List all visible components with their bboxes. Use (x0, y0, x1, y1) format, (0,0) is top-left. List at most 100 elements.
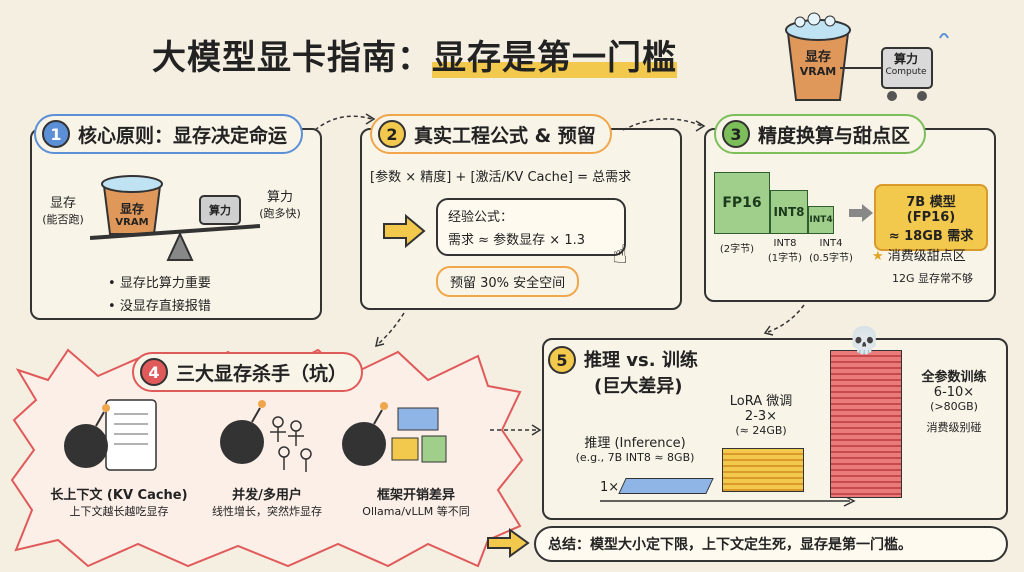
cube-int4-label: INT4 (809, 215, 833, 225)
arrow-2-to-3 (622, 118, 706, 132)
killer-1-desc: 上下文越长越吃显存 (69, 505, 169, 518)
page-title: 大模型显卡指南：显存是第一门槛 (152, 30, 677, 79)
sec5-infer-sub: (e.g., 7B INT8 ≈ 8GB) (575, 451, 695, 464)
sec5-full: 全参数训练 6-10× (>80GB) 消费级别碰 (904, 366, 1004, 435)
section-3-heading: 3 精度换算与甜点区 (714, 114, 927, 154)
arrow-right-icon (383, 214, 426, 248)
sec1-bucket-label: 显存 VRAM (104, 200, 160, 228)
bomb-framework-icon (342, 402, 447, 466)
sec5-lora: LoRA 微调 2-3× (≈ 24GB) (716, 390, 806, 437)
sec1-bullets: 显存比算力重要 没显存直接报错 (108, 272, 211, 314)
sec2-rule-title: 经验公式： (448, 210, 514, 225)
cube-int8-label: INT8 (773, 205, 805, 219)
mascot-box-label: 算力 Compute (878, 50, 934, 77)
sec5-infer-mult: 1× (600, 480, 620, 495)
skull-icon: 💀 (848, 326, 881, 356)
summary-text: 总结：模型大小定下限，上下文定生死，显存是第一门槛。 (548, 537, 912, 553)
summary-box: 总结：模型大小定下限，上下文定生死，显存是第一门槛。 (534, 526, 1008, 562)
sec5-inference: 推理 (Inference) (e.g., 7B INT8 ≈ 8GB) (560, 432, 710, 464)
sec3-result-line1: 7B 模型 (FP16) (906, 195, 956, 225)
sec1-bucket-text: 显存 (119, 202, 144, 216)
killer-2-title: 并发/多用户 (232, 488, 302, 503)
cube-fp16-label: FP16 (722, 195, 762, 211)
arrow-2-to-4 (375, 312, 405, 348)
cube-int8-bytes: INT8 (1字节) (767, 238, 803, 264)
section-5-number: 5 (548, 346, 576, 374)
section-3-number: 3 (722, 120, 750, 148)
sec5-lora-sub: (≈ 24GB) (735, 424, 787, 437)
cube-int8: INT8 (770, 190, 808, 234)
killer-2-desc: 线性增长，突然炸显存 (212, 505, 322, 518)
sec1-right-text: 算力 (266, 190, 293, 205)
sec5-lora-mult: 2-3× (744, 409, 778, 424)
killer-item-3: 框架开销差异 Ollama/vLLM 等不同 (336, 484, 496, 519)
sec2-reserve: 预留 30% 安全空间 (436, 266, 580, 297)
sec5-lora-title: LoRA 微调 (729, 394, 793, 409)
arrow-4-to-5 (490, 424, 542, 436)
cube-int4: INT4 (808, 206, 834, 234)
section-4-number: 4 (140, 358, 168, 386)
sec5-full-mult: 6-10× (933, 385, 975, 400)
star-icon: ★ (872, 249, 884, 264)
mascot-bucket-sub: VRAM (799, 65, 837, 78)
arrow-3-to-5 (763, 304, 805, 336)
mascot-bucket-label: 显存 VRAM (788, 46, 848, 78)
sec3-note: 12G 显存常不够 (892, 272, 974, 285)
sec5-full-note: 消费级别碰 (926, 421, 982, 434)
sec1-left-text: 显存 (49, 196, 76, 211)
cube-fp16-bytes: (2字节) (719, 244, 755, 255)
killer-3-desc: Ollama/vLLM 等不同 (362, 505, 470, 518)
sec3-sweet: ★ 消费级甜点区 (872, 245, 966, 264)
section-5-title: 推理 vs. 训练 (584, 350, 698, 371)
sec1-bucket-sub: VRAM (115, 217, 149, 228)
baseline-arrow (600, 495, 856, 507)
bomb-users-icon (220, 400, 312, 472)
summary-arrow-icon (487, 528, 530, 558)
sec1-left-sub: (能否跑) (42, 213, 84, 226)
sec3-sweet-label: 消费级甜点区 (887, 249, 966, 264)
sec5-full-sub: (>80GB) (930, 400, 978, 413)
sec3-result-line2: ≈ 18GB 需求 (888, 229, 974, 244)
mascot-illustration (785, 12, 949, 101)
section-5-sub: (巨大差异) (594, 376, 683, 397)
killer-3-title: 框架开销差异 (376, 488, 455, 503)
sec3-result: 7B 模型 (FP16) ≈ 18GB 需求 (874, 184, 988, 251)
section-1-number: 1 (42, 120, 70, 148)
cube-int4-bytes: INT4 (0.5字节) (809, 238, 853, 264)
killer-item-1: 长上下文 (KV Cache) 上下文越长越吃显存 (44, 484, 194, 519)
section-2-number: 2 (378, 120, 406, 148)
section-4-heading: 4 三大显存杀手（坑） (132, 352, 364, 392)
sec1-bullet-1: 显存比算力重要 (108, 272, 211, 291)
section-1-heading: 1 核心原则：显存决定命运 (34, 114, 304, 154)
section-2-title: 真实工程公式 & 预留 (414, 124, 596, 147)
arrow-1-to-2 (314, 113, 376, 131)
sec1-left-label: 显存 (能否跑) (38, 192, 88, 227)
sec5-infer-title: 推理 (Inference) (584, 436, 686, 451)
sec5-full-title: 全参数训练 (921, 370, 987, 385)
seesaw-illustration (90, 175, 261, 261)
full-training-stack (830, 350, 902, 498)
sec1-bullet-2: 没显存直接报错 (108, 295, 211, 314)
section-5-heading: 5 推理 vs. 训练 (巨大差异) (548, 346, 698, 398)
sec1-right-sub: (跑多快) (259, 207, 301, 220)
sec1-box-label: 算力 (209, 204, 231, 217)
sec1-right-label: 算力 (跑多快) (255, 186, 305, 221)
inference-slab (618, 478, 714, 494)
section-4-title: 三大显存杀手（坑） (176, 362, 348, 385)
pointing-hand-icon: ☝ (612, 240, 628, 270)
sec2-rule-box: 经验公式： 需求 ≈ 参数显存 × 1.3 (436, 198, 626, 256)
section-1-title: 核心原则：显存决定命运 (78, 124, 288, 147)
section-5-title-block: 推理 vs. 训练 (巨大差异) (584, 346, 698, 398)
title-part2: 显存是第一门槛 (432, 38, 677, 78)
mascot-box-sub: Compute (885, 67, 927, 77)
bomb-scroll-icon (64, 399, 157, 471)
mascot-box-text: 算力 (893, 52, 918, 66)
sec2-formula: [参数 × 精度] + [激活/KV Cache] = 总需求 (370, 170, 632, 185)
title-part1: 大模型显卡指南： (152, 38, 432, 78)
sec2-rule-body: 需求 ≈ 参数显存 × 1.3 (448, 233, 585, 248)
cube-fp16: FP16 (714, 172, 770, 234)
mascot-bucket-text: 显存 (804, 50, 831, 65)
killer-1-title: 长上下文 (KV Cache) (50, 488, 188, 503)
lora-stack (722, 448, 804, 492)
arrow-gray-icon (849, 204, 873, 222)
